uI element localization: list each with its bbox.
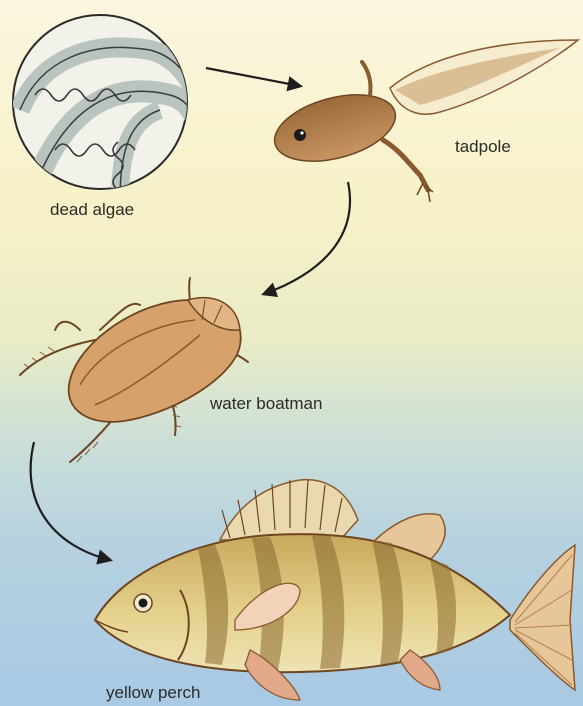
arrow-algae-to-tadpole bbox=[206, 68, 300, 86]
label-dead-algae: dead algae bbox=[50, 200, 134, 220]
label-water-boatman: water boatman bbox=[210, 394, 322, 414]
arrow-tadpole-to-boatman bbox=[264, 182, 350, 294]
arrow-boatman-to-perch bbox=[31, 442, 110, 560]
algae-magnified-icon bbox=[13, 15, 200, 200]
label-tadpole: tadpole bbox=[455, 137, 511, 157]
tadpole-icon bbox=[267, 40, 578, 202]
water-boatman-icon bbox=[20, 278, 248, 462]
label-yellow-perch: yellow perch bbox=[106, 683, 201, 703]
yellow-perch-icon bbox=[95, 480, 575, 700]
